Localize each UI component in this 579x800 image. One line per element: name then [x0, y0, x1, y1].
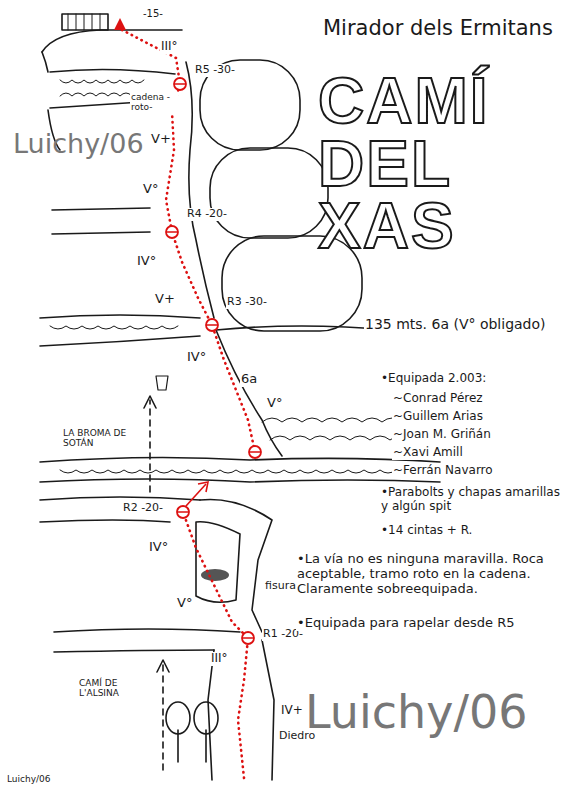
grade-label: IV° — [136, 254, 157, 269]
place-name: Mirador dels Ermitans — [322, 16, 554, 40]
note-label: cadena -roto- — [130, 92, 178, 113]
wall-edge — [200, 499, 272, 632]
grade-label: III° — [160, 40, 179, 54]
rock-pillar — [208, 640, 274, 780]
note-text: •Equipada para rapelar desde R5 — [296, 616, 570, 631]
route-line — [183, 512, 248, 778]
mirador-hut — [62, 14, 108, 30]
note-text: •Equipada 2.003: — [380, 372, 487, 386]
hatched-hole — [201, 569, 229, 581]
belay-label: R3 -30- — [226, 296, 268, 309]
place-label: LA BROMA DE SOTÁN — [62, 428, 138, 449]
grade-label: IV° — [148, 540, 169, 555]
note-text: ~Xavi Amill — [392, 446, 464, 460]
note-text: •Parabolts y chapas amarillas y algún sp… — [380, 486, 562, 514]
ledge-texture — [60, 470, 412, 473]
wall-edge — [216, 330, 282, 456]
watermark: Luichy/06 — [304, 686, 528, 739]
approach-path — [149, 400, 151, 492]
height-mark: -15- — [142, 8, 164, 20]
route-arrow — [186, 484, 206, 506]
hut-rail — [68, 14, 100, 30]
summit-marker — [114, 18, 126, 30]
tree-trunk — [178, 730, 206, 762]
grade-label: V+ — [150, 132, 172, 147]
cup-symbol — [156, 376, 168, 390]
watermark: Luichy/06 — [12, 128, 145, 159]
place-label: CAMÍ DE L'ALSINA — [78, 678, 148, 699]
route-arrow — [198, 482, 208, 492]
note-text: •La vía no es ninguna maravilla. Roca ac… — [296, 552, 570, 597]
note-text: ~Joan M. Griñán — [392, 428, 492, 442]
note-text: ~Guillem Arias — [392, 410, 484, 424]
note-text: ~Ferrán Navarro — [392, 464, 494, 478]
arrow-head — [157, 660, 169, 672]
signature: Luichy/06 — [6, 774, 52, 784]
ledge — [54, 629, 240, 652]
grade-label: IV+ — [280, 704, 304, 718]
ledge — [40, 315, 200, 346]
grade-label: V° — [142, 182, 159, 197]
rock-pillar — [210, 148, 328, 238]
approach-path — [162, 665, 164, 770]
rock-texture — [262, 418, 410, 440]
station-bar — [166, 84, 261, 638]
grade-label: V° — [266, 396, 283, 411]
grade-label: V+ — [154, 292, 176, 307]
ledge — [52, 208, 150, 234]
route-summary: 135 mts. 6a (V° obligado) — [364, 316, 547, 332]
belay-label: R5 -30- — [194, 64, 236, 77]
route-line — [122, 30, 255, 452]
ledge-texture — [50, 326, 178, 329]
ledge — [40, 497, 200, 522]
feature-label: fisura — [264, 580, 297, 593]
grade-label: V° — [176, 596, 193, 611]
tree — [194, 702, 218, 734]
grade-label: IV° — [186, 350, 207, 365]
note-text: ~Conrad Pérez — [392, 392, 484, 406]
ledge — [40, 457, 440, 462]
belay-label: R4 -20- — [186, 208, 228, 221]
tree — [166, 702, 190, 734]
arrow-head — [144, 396, 156, 408]
note-text: •14 cintas + R. — [380, 524, 473, 538]
grade-label: 6a — [240, 372, 258, 387]
ledge — [40, 479, 440, 482]
route-title: CAMÍ DEL XAS — [318, 70, 568, 258]
belay-label: R2 -20- — [122, 502, 164, 515]
grade-label: III° — [210, 652, 229, 666]
